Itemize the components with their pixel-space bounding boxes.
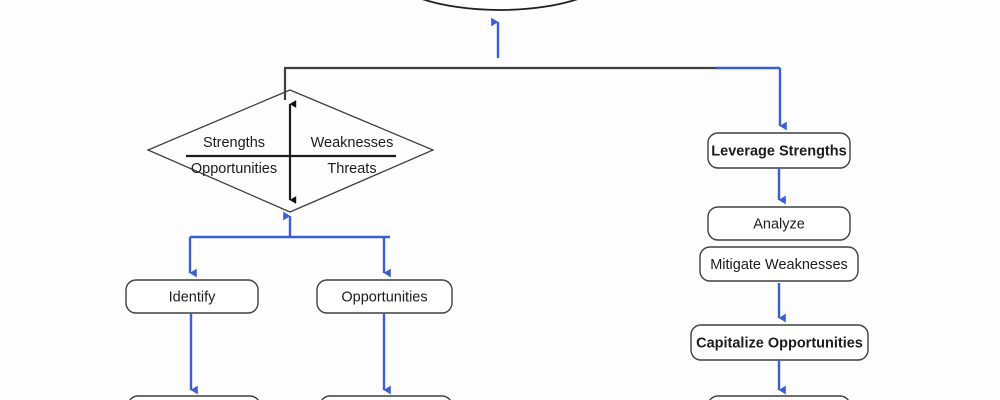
node-bottom-mid-cutoff[interactable] [320, 395, 452, 400]
node-analyze[interactable] [707, 206, 851, 241]
node-identify-label: Identify [169, 289, 216, 305]
node-opportunities-label: Opportunities [341, 289, 427, 305]
node-capitalize-opportunities-label: Capitalize Opportunities [696, 335, 863, 351]
node-bottom-right-cutoff[interactable] [708, 395, 850, 400]
node-leverage-strengths-label: Leverage Strengths [711, 143, 846, 159]
top-ellipse-node[interactable] [382, 0, 618, 11]
node-mitigate-weaknesses[interactable] [699, 246, 859, 282]
node-mitigate-weaknesses-label: Mitigate Weaknesses [710, 257, 848, 273]
swot-quadrant-weaknesses: Weaknesses [311, 135, 394, 151]
node-bottom-left-cutoff[interactable] [128, 395, 260, 400]
node-analyze-label: Analyze [753, 216, 805, 232]
swot-quadrant-strengths: Strengths [203, 135, 265, 151]
swot-quadrant-threats: Threats [327, 161, 376, 177]
swot-quadrant-opportunities: Opportunities [191, 161, 277, 177]
